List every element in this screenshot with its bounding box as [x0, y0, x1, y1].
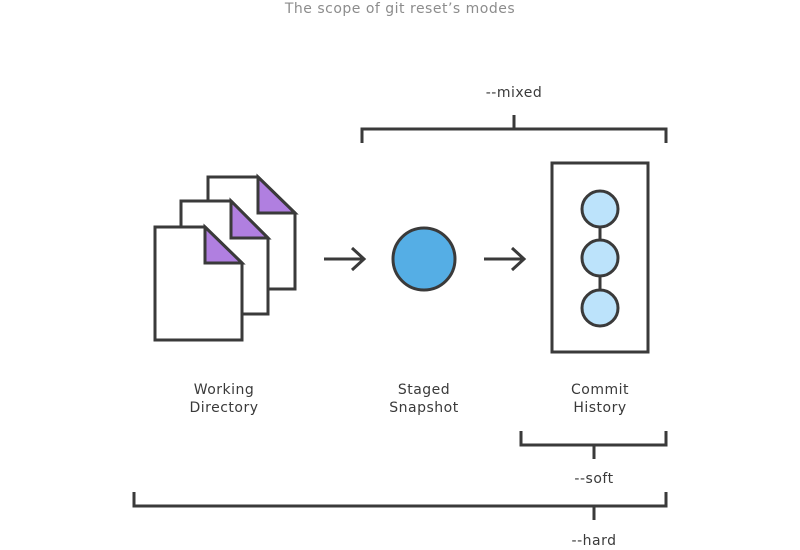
file-icon — [153, 223, 246, 342]
mode-label-soft: --soft — [574, 471, 614, 487]
mode-label-mixed: --mixed — [485, 85, 543, 101]
commit-history-label: Commit History — [571, 382, 629, 416]
staged-snapshot-icon — [391, 226, 457, 292]
arrow-right-icon — [484, 246, 527, 272]
soft-bracket — [519, 431, 668, 459]
working-directory-label: Working Directory — [189, 382, 259, 416]
hard-bracket — [132, 492, 668, 520]
diagram-caption: The scope of git reset’s modes — [284, 1, 516, 17]
mixed-bracket — [360, 115, 668, 143]
commit-node-icon — [580, 238, 620, 278]
mode-label-hard: --hard — [571, 533, 617, 549]
staged-snapshot-label: Staged Snapshot — [389, 382, 459, 416]
commit-history-icon — [550, 161, 650, 354]
commit-node-icon — [580, 288, 620, 328]
arrow-right-icon — [324, 246, 367, 272]
commit-node-icon — [580, 189, 620, 229]
working-directory-icon — [153, 173, 299, 342]
